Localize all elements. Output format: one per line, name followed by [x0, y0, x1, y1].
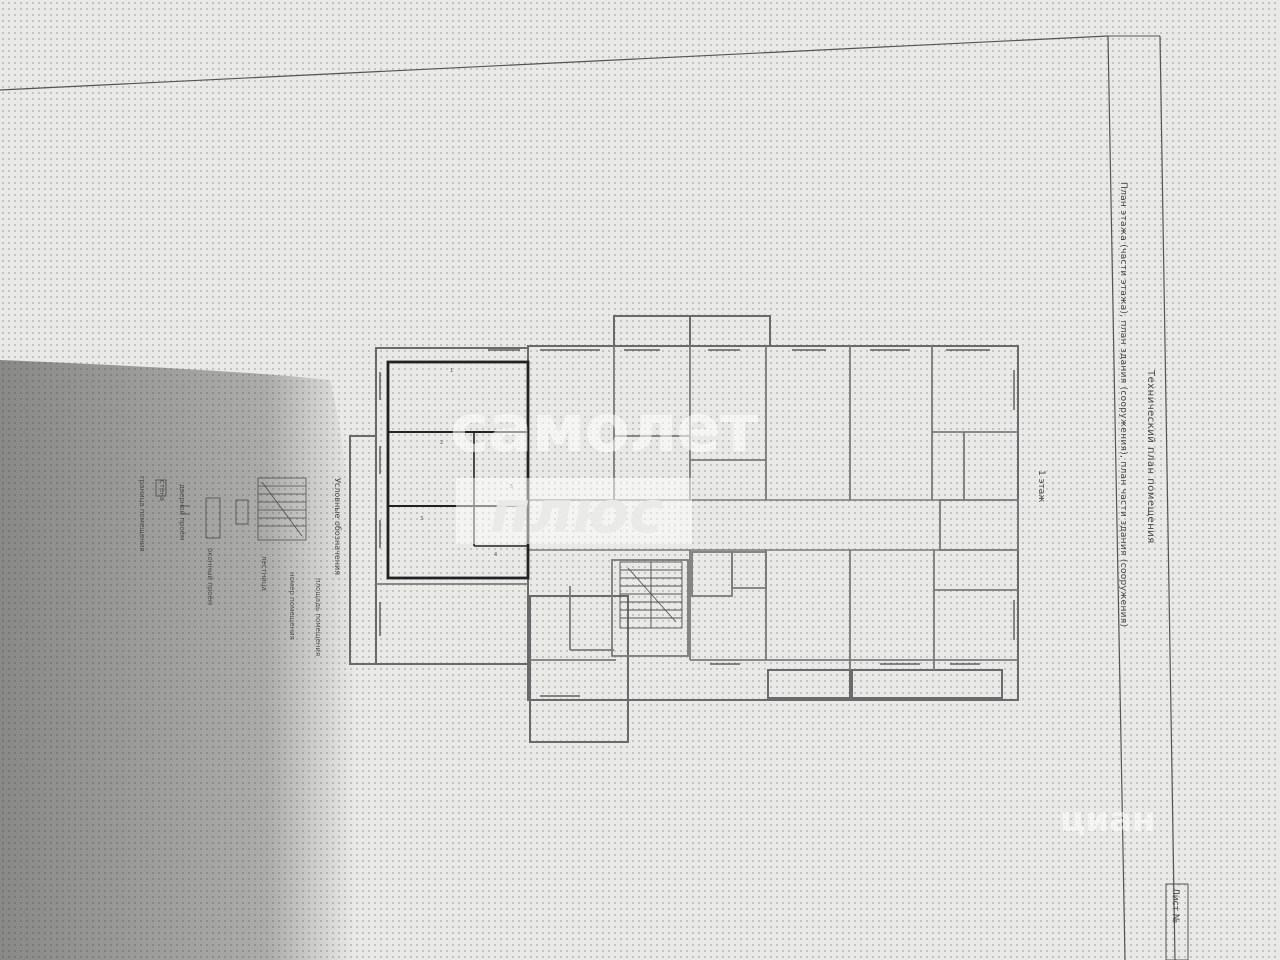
- site-watermark: циан: [1060, 800, 1156, 840]
- floor-label: 1 этаж: [1036, 470, 1046, 503]
- watermark-plus-box: плюс: [456, 478, 692, 546]
- svg-text:1: 1: [450, 368, 453, 374]
- legend-item: дверной проём: [178, 484, 186, 541]
- svg-text:2: 2: [440, 440, 443, 446]
- legend-item: площадь помещения: [314, 578, 322, 657]
- watermark-plus: плюс: [490, 478, 664, 546]
- legend-item: стена: [158, 480, 166, 502]
- document-subtitle: План этажа (части этажа), план здания (с…: [1118, 182, 1128, 628]
- svg-text:3: 3: [420, 516, 423, 522]
- document-title: Технический план помещения: [1145, 370, 1156, 544]
- watermark-brand: самолет: [450, 390, 758, 467]
- legend-item: лестница: [260, 556, 268, 591]
- brand-watermark: самолет плюс: [450, 390, 850, 560]
- legend-item: граница помещения: [138, 476, 146, 552]
- legend-item: номер помещения: [288, 572, 296, 640]
- outer-wall-bottom-wing: [529, 595, 629, 743]
- sheet-label: Лист №: [1170, 888, 1180, 924]
- window-icon: [379, 349, 1015, 697]
- legend-item: оконный проём: [206, 548, 214, 606]
- svg-text:4: 4: [494, 552, 497, 558]
- legend: граница помещения стена дверной проём ок…: [118, 460, 358, 700]
- stair-icon: [619, 561, 683, 629]
